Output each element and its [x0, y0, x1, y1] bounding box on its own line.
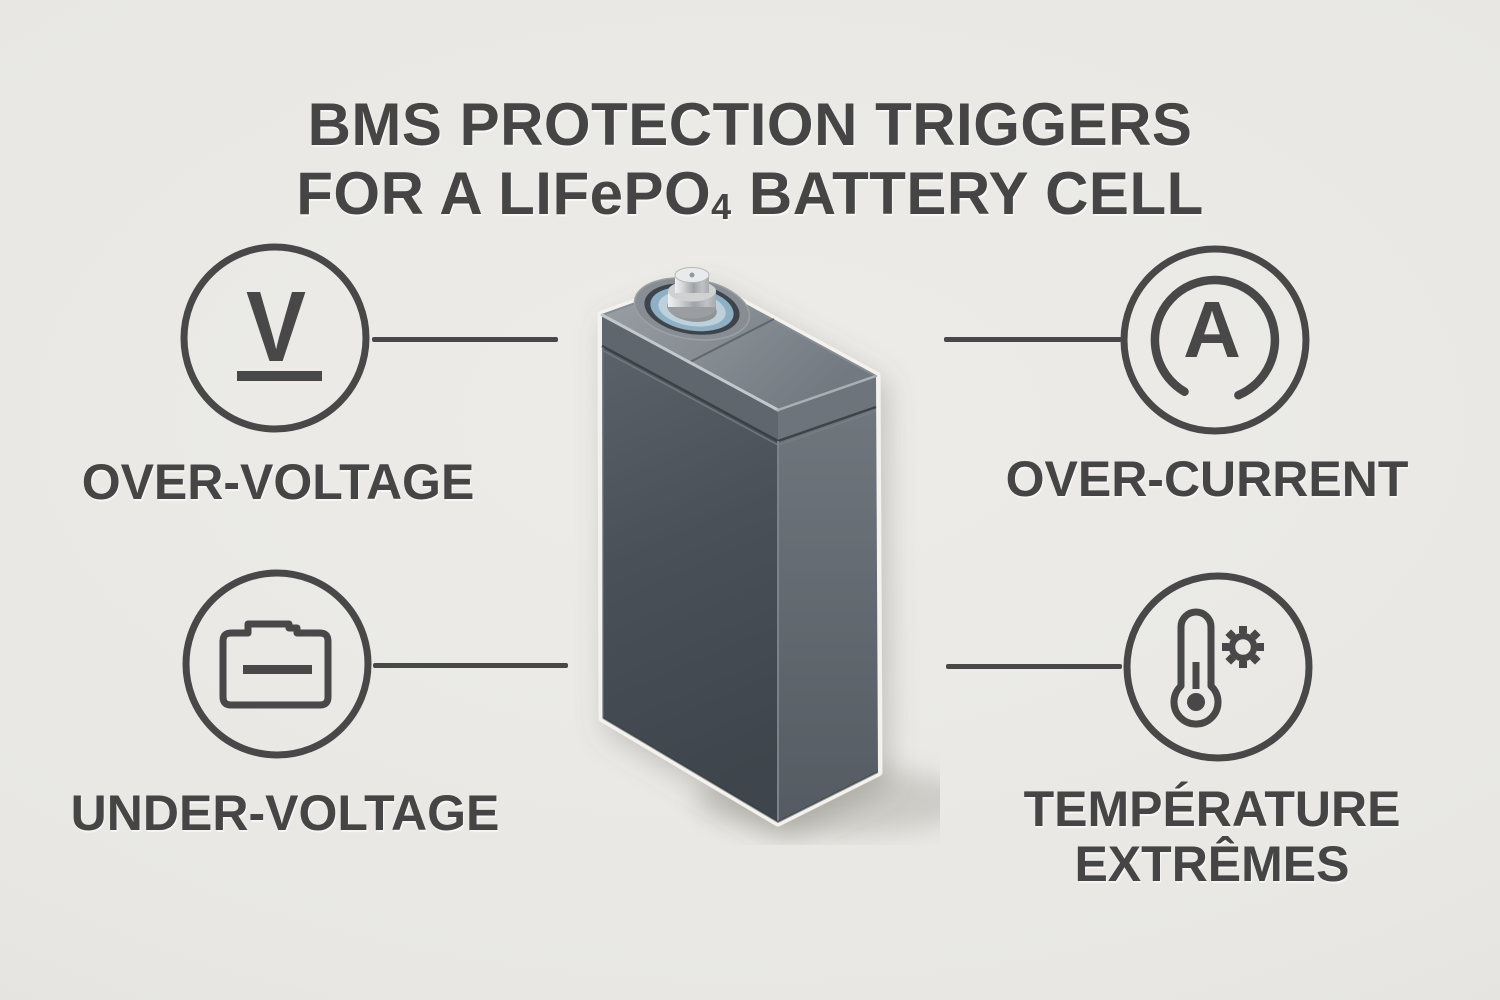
connector-under-voltage — [373, 663, 568, 668]
battery-low-icon — [182, 569, 372, 759]
label-temperature-line-2: EXTRÊMES — [1074, 836, 1350, 892]
sun-icon — [1222, 626, 1264, 668]
label-under-voltage: UNDER-VOLTAGE — [71, 786, 500, 841]
battery-right-face — [778, 376, 878, 822]
label-temperature-line-1: TEMPÉRATURE — [1023, 781, 1401, 837]
lid-skirt-front — [602, 315, 778, 441]
title-line-2: FOR A LIFePO4 BATTERY CELL — [0, 159, 1500, 228]
voltmeter-letter: V — [246, 271, 306, 383]
connector-over-current — [944, 337, 1122, 342]
label-temperature-extremes: TEMPÉRATURE EXTRÊMES — [1024, 782, 1401, 892]
thermometer-bulb-dot — [1187, 693, 1205, 711]
voltmeter-underline — [237, 371, 322, 381]
label-over-voltage-text: OVER-VOLTAGE — [81, 454, 475, 510]
battery-front-face — [602, 315, 778, 822]
battery-outline — [219, 620, 332, 709]
edge-highlight-front-top — [600, 313, 780, 412]
lid-skirt-right — [778, 376, 876, 441]
node-temperature-extremes — [1118, 567, 1318, 767]
ammeter-icon: A — [1120, 245, 1310, 435]
lid-seam — [689, 318, 775, 363]
label-over-current: OVER-CURRENT — [1006, 452, 1409, 507]
edge-shade-bottom — [602, 717, 879, 824]
edge-highlight-right-top — [776, 374, 878, 412]
battery-cell-render — [597, 267, 940, 835]
connector-over-voltage — [372, 337, 558, 342]
minus-bar — [243, 665, 312, 674]
node-over-current: A — [1115, 240, 1315, 440]
title-line-2-post: BATTERY CELL — [731, 160, 1204, 228]
node-over-voltage: V — [175, 238, 375, 438]
voltmeter-icon: V — [180, 243, 370, 433]
thermometer-sun-icon — [1123, 572, 1313, 762]
label-over-voltage: OVER-VOLTAGE — [82, 455, 475, 510]
title-line-2-pre: FOR A LIFePO — [296, 160, 712, 228]
page-title: BMS PROTECTION TRIGGERS FOR A LIFePO4 BA… — [0, 90, 1500, 228]
label-under-voltage-text: UNDER-VOLTAGE — [70, 785, 500, 841]
ammeter-letter: A — [1183, 285, 1241, 374]
title-line-2-subscript: 4 — [711, 186, 732, 228]
thermometer-outline — [1170, 608, 1222, 728]
label-over-current-text: OVER-CURRENT — [1005, 451, 1409, 507]
connector-temperature — [946, 664, 1122, 669]
node-under-voltage — [177, 564, 377, 764]
title-line-1: BMS PROTECTION TRIGGERS — [307, 91, 1193, 159]
battery-terminal — [633, 267, 751, 341]
